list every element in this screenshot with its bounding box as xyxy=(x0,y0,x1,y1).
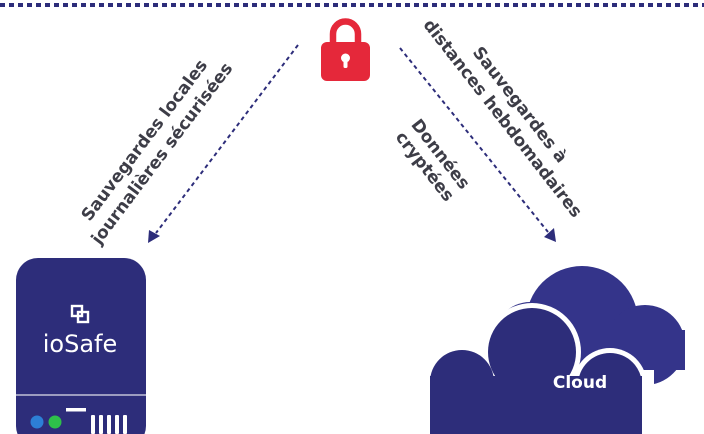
padlock-icon xyxy=(321,18,370,81)
local-backup-label: Sauvegardes locales journalières sécuris… xyxy=(78,56,238,249)
local-backup-arrow xyxy=(148,44,299,243)
device-led-blue xyxy=(30,415,44,429)
device-led-green xyxy=(48,415,62,429)
local-arrowhead xyxy=(148,230,160,243)
device-slot-bar xyxy=(66,408,86,412)
cloud-label: Cloud xyxy=(553,373,607,393)
remote-arrowhead xyxy=(544,228,556,242)
device-drive-indicators xyxy=(91,415,127,434)
local-backup-label-line1: Sauvegardes locales xyxy=(78,56,212,225)
iosafe-brand-text: ioSafe xyxy=(43,330,118,358)
iosafe-device: ioSafe xyxy=(16,258,146,434)
iosafe-logo-icon xyxy=(70,304,90,324)
encrypted-data-label: Données cryptées xyxy=(391,116,474,206)
remote-backup-arrow xyxy=(399,47,556,242)
cloud-icon: Cloud xyxy=(424,266,685,434)
